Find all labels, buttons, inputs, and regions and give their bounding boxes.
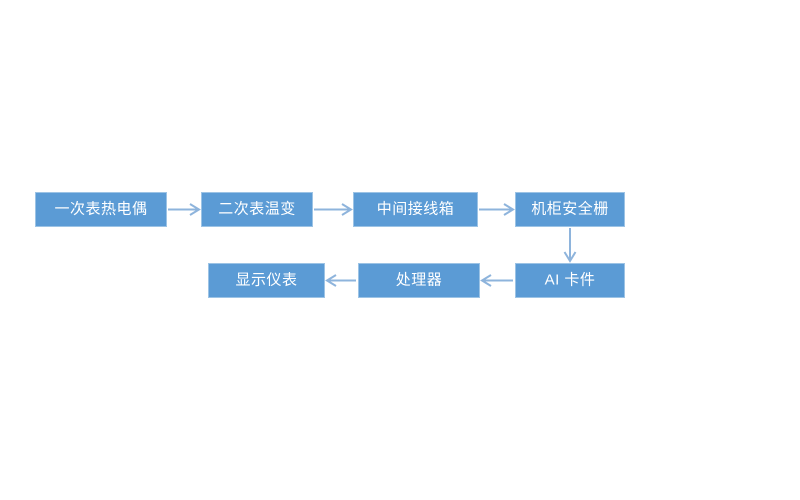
node-display-instrument[interactable]: 显示仪表 [208,263,325,298]
node-primary-thermocouple[interactable]: 一次表热电偶 [35,192,167,227]
node-secondary-transmitter[interactable]: 二次表温变 [201,192,313,227]
node-label: AI 卡件 [544,271,596,289]
node-label: 显示仪表 [235,271,298,289]
node-label: 处理器 [395,271,443,289]
node-label: 一次表热电偶 [54,200,148,218]
connector-n1-n2 [168,203,201,216]
connector-n6-n7 [325,274,356,287]
connector-n3-n4 [479,203,515,216]
connector-n4-n5 [563,228,577,263]
connector-n5-n6 [480,274,513,287]
connector-n2-n3 [314,203,353,216]
node-label: 二次表温变 [218,200,296,218]
node-ai-card[interactable]: AI 卡件 [515,263,625,298]
node-processor[interactable]: 处理器 [358,263,480,298]
node-label: 中间接线箱 [376,200,455,218]
node-cabinet-safety-barrier[interactable]: 机柜安全栅 [515,192,625,227]
node-junction-box[interactable]: 中间接线箱 [353,192,478,227]
node-label: 机柜安全栅 [531,200,609,218]
